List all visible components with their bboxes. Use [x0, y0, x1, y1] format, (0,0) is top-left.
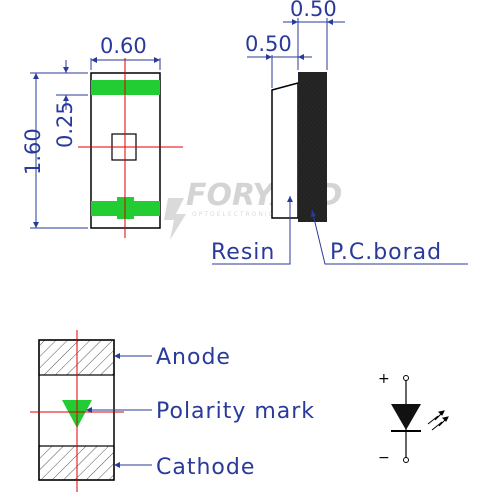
symbol-minus: −	[378, 450, 390, 466]
label-polarity: Polarity mark	[156, 399, 315, 424]
led-diode-symbol: + −	[378, 371, 449, 466]
diode-triangle-icon	[391, 404, 421, 430]
symbol-plus: +	[378, 371, 390, 387]
dim-width: 0.60	[100, 34, 147, 58]
side-view: 0.50 0.50 Resin P.C.borad	[211, 0, 468, 265]
light-emission-arrows-icon	[427, 410, 449, 431]
label-cathode: Cathode	[156, 455, 255, 480]
bottom-view: Anode Polarity mark Cathode	[30, 330, 315, 492]
label-pcb: P.C.borad	[330, 240, 442, 265]
top-view: 0.60 1.60 0.25	[21, 34, 183, 238]
label-anode: Anode	[156, 345, 231, 370]
dim-height: 1.60	[21, 128, 45, 175]
dim-side-resin: 0.50	[245, 32, 292, 56]
dim-pad: 0.25	[53, 101, 77, 148]
watermark-sub: OPTOELECTRONICS	[192, 211, 281, 218]
dim-side-total: 0.50	[290, 0, 337, 21]
label-resin: Resin	[211, 240, 275, 265]
side-resin	[271, 82, 299, 219]
